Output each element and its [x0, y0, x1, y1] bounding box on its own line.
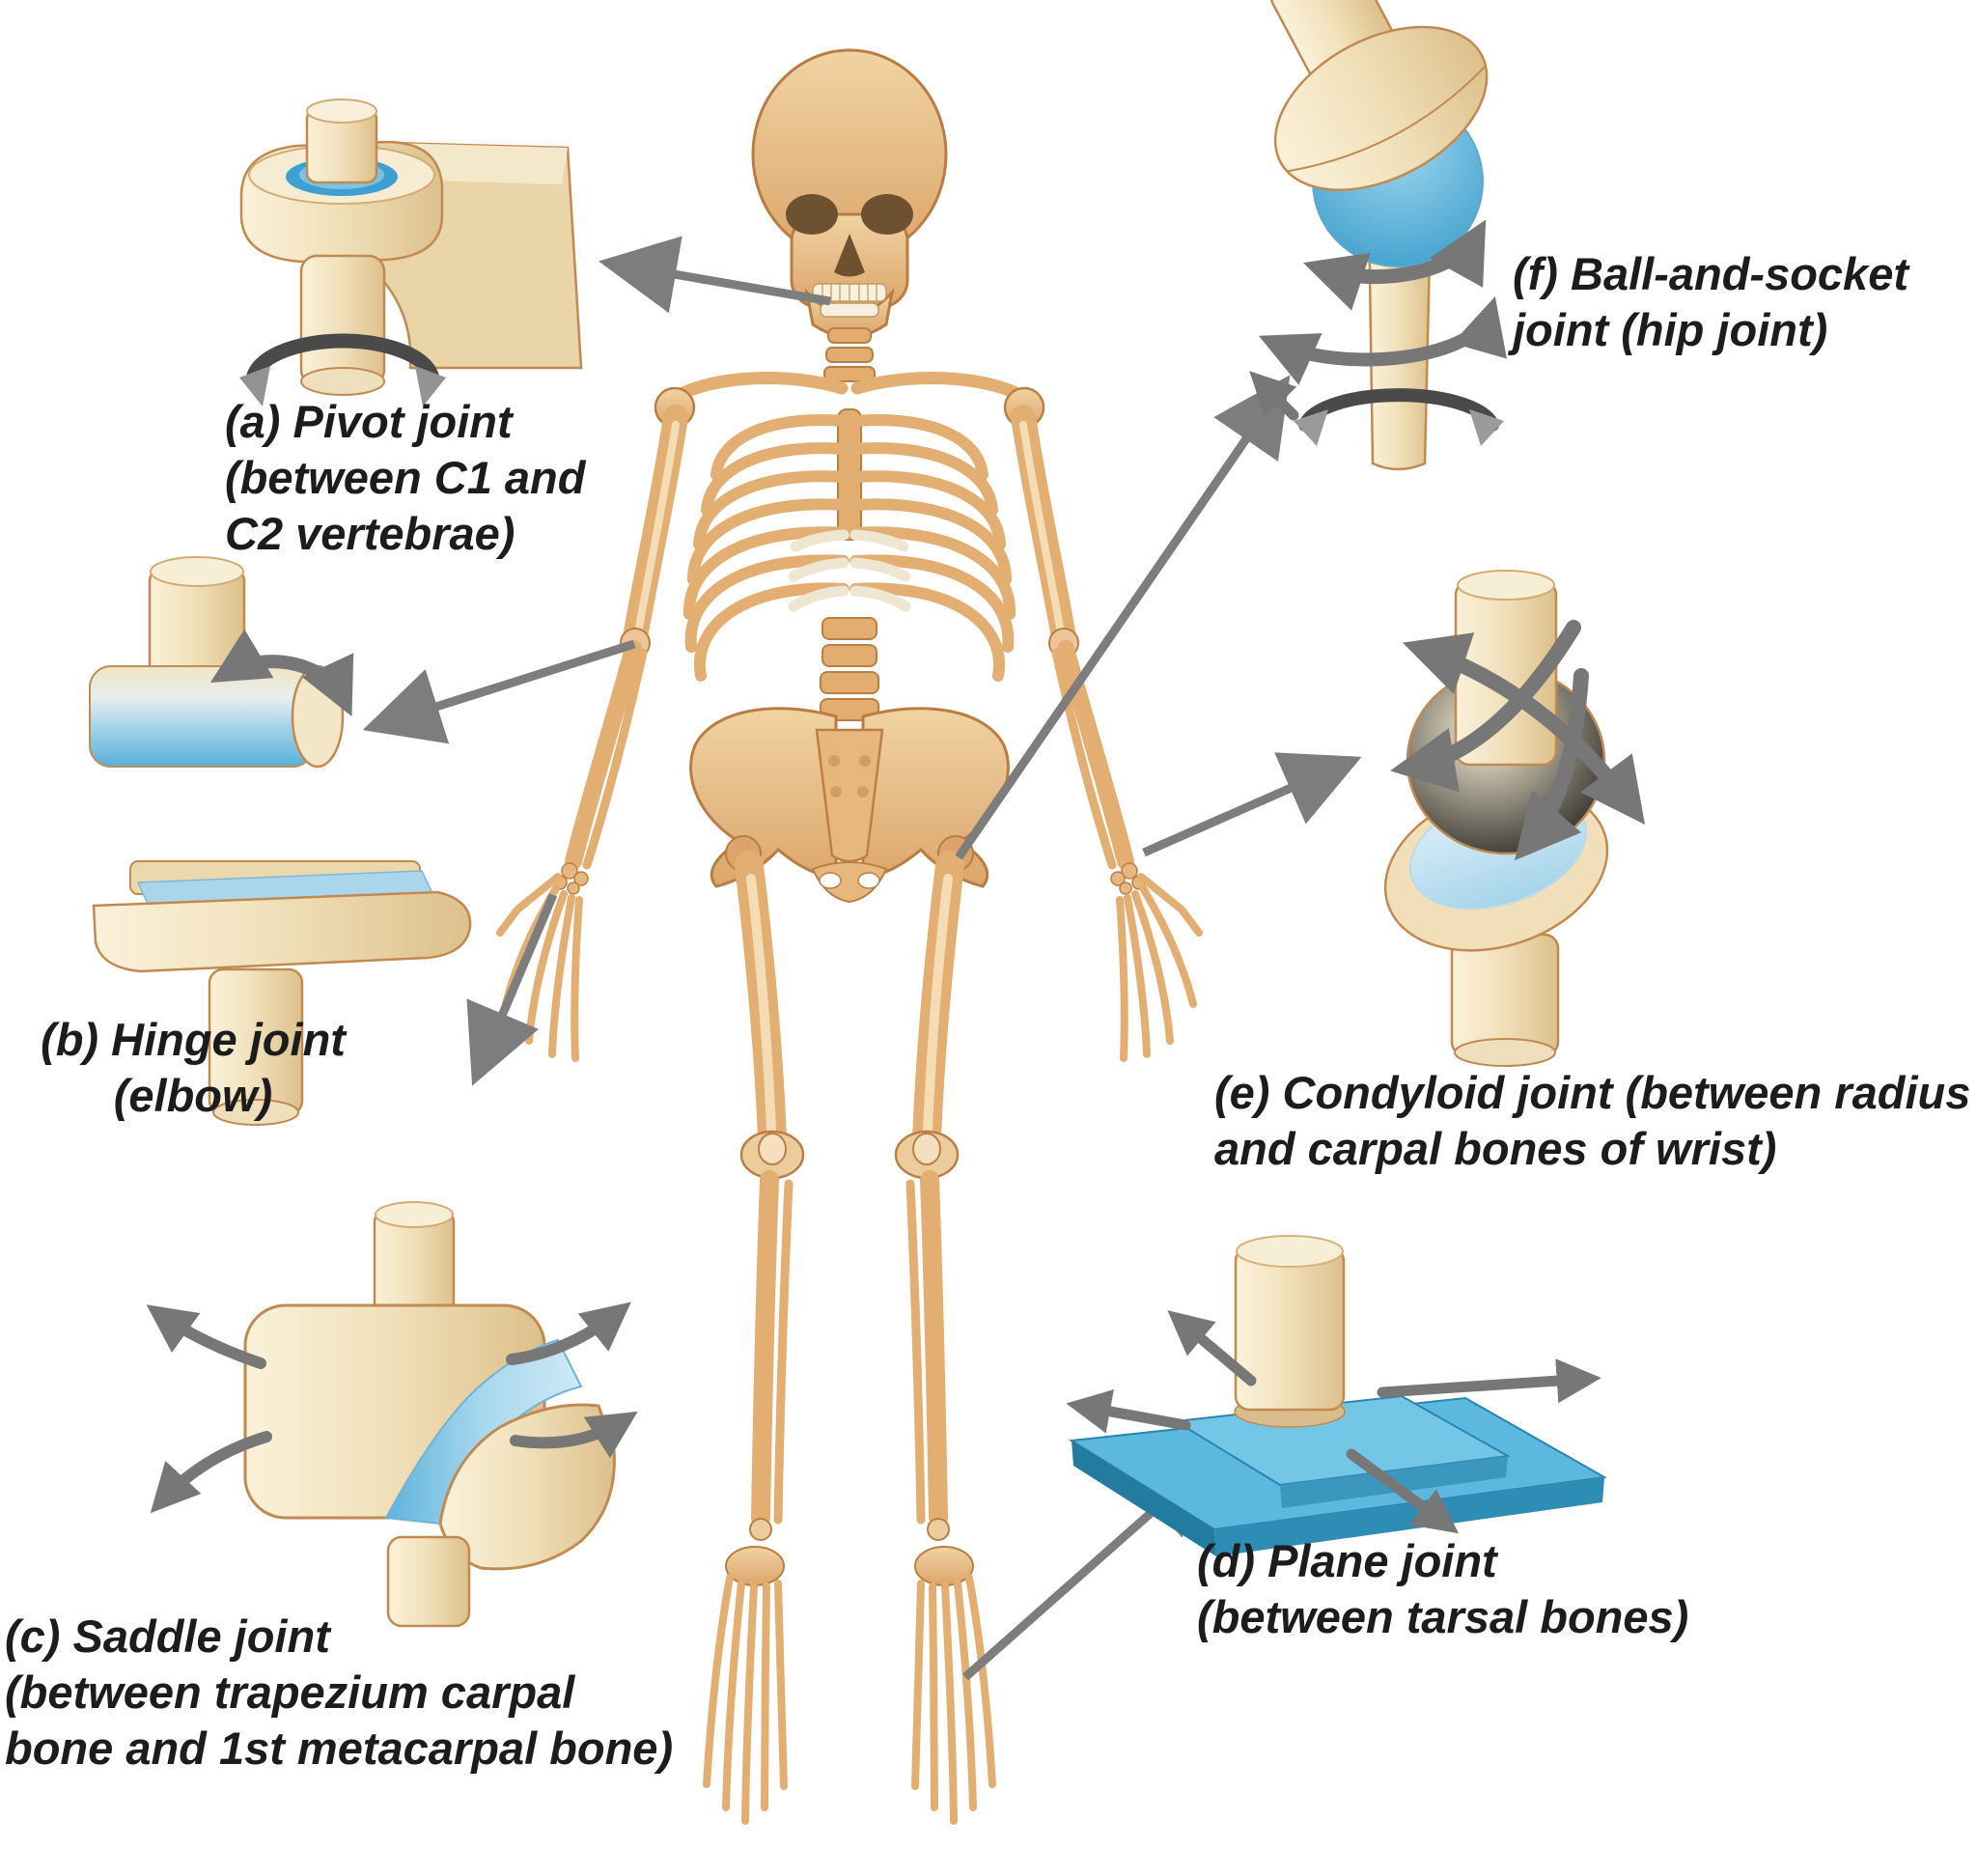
glide-arrow-upper-left — [1167, 1310, 1257, 1386]
eye-socket-right — [861, 194, 913, 235]
label-plane-joint: (d) Plane joint (between tarsal bones) — [1197, 1533, 1688, 1645]
hinge-cartilage-cylinder — [89, 665, 315, 768]
abduction-arrow — [1249, 371, 1299, 421]
ball-and-socket-joint-illustration — [1249, 0, 1507, 471]
skeleton-illustration — [496, 48, 1203, 1825]
label-line: (between C1 and — [225, 452, 586, 503]
clavicle-left — [850, 372, 1028, 403]
condyloid-joint-illustration — [1383, 570, 1646, 1067]
lumbar-spine — [820, 617, 879, 721]
pointer-arrow-hinge — [362, 639, 636, 744]
circumduction-arrow-middle — [1258, 296, 1507, 385]
pointer-arrow-saddle — [466, 893, 558, 1086]
label-line: (between tarsal bones) — [1197, 1591, 1689, 1642]
ribcage — [682, 408, 1016, 682]
motion-arrow-upper-right — [506, 1302, 631, 1365]
motion-arrow-left — [1390, 620, 1581, 793]
label-line: (b) Hinge joint — [41, 1014, 346, 1065]
label-line: (f) Ball-and-socket — [1513, 248, 1908, 299]
flexion-arrow — [209, 629, 354, 716]
glide-arrow-lower-right — [1346, 1448, 1460, 1534]
motion-arrow-lower-left — [150, 1431, 272, 1514]
plane-joint-illustration — [1066, 1235, 1608, 1556]
label-saddle-joint: (c) Saddle joint (between trapezium carp… — [5, 1609, 673, 1777]
cervical-spine — [823, 327, 876, 382]
label-line: and carpal bones of wrist) — [1214, 1123, 1777, 1174]
label-line: bone and 1st metacarpal bone) — [5, 1722, 674, 1774]
eye-socket-left — [786, 194, 838, 235]
pointer-arrow-condyloid — [1142, 752, 1362, 857]
motion-arrow-lower-right — [510, 1411, 638, 1459]
pelvis — [689, 707, 1010, 904]
left-arm — [1011, 405, 1203, 1062]
label-line: C2 vertebrae) — [225, 508, 515, 559]
hinge-joint-illustration — [89, 556, 472, 1126]
label-hinge-joint: (b) Hinge joint (elbow) — [10, 1012, 376, 1124]
circumduction-arrow-upper — [1303, 219, 1487, 311]
label-line: (between trapezium carpal — [5, 1666, 575, 1718]
clavicle-right — [671, 372, 849, 403]
pointer-arrows — [362, 236, 1362, 1681]
nasal-aperture — [834, 234, 865, 277]
glide-arrow-right — [1377, 1358, 1601, 1404]
pivot-joint-illustration — [239, 98, 583, 406]
pointer-arrow-pivot — [599, 236, 831, 314]
label-condyloid-joint: (e) Condyloid joint (between radius and … — [1214, 1065, 1970, 1177]
rotation-arrow-lower — [1298, 388, 1499, 432]
label-line: (a) Pivot joint — [225, 396, 513, 447]
label-pivot-joint: (a) Pivot joint (between C1 and C2 verte… — [225, 394, 585, 562]
left-leg — [894, 851, 996, 1825]
label-ball-and-socket-joint: (f) Ball-and-socket joint (hip joint) — [1513, 246, 1908, 358]
label-line: (e) Condyloid joint (between radius — [1214, 1067, 1971, 1118]
label-line: (d) Plane joint — [1197, 1535, 1497, 1586]
glide-arrow-left — [1066, 1389, 1191, 1434]
motion-arrow-down — [1514, 668, 1589, 861]
motion-arrow-diagonal — [1402, 632, 1646, 826]
right-leg — [703, 851, 805, 1825]
saddle-joint-illustration — [146, 1201, 638, 1628]
pointer-arrow-ball-socket — [955, 375, 1291, 860]
label-line: joint (hip joint) — [1513, 304, 1828, 355]
rotation-arrow — [245, 333, 440, 389]
label-line: (elbow) — [113, 1070, 273, 1121]
skull — [751, 48, 948, 339]
right-arm — [496, 405, 688, 1062]
label-line: (c) Saddle joint — [5, 1610, 330, 1662]
motion-arrow-upper-left — [146, 1304, 266, 1369]
